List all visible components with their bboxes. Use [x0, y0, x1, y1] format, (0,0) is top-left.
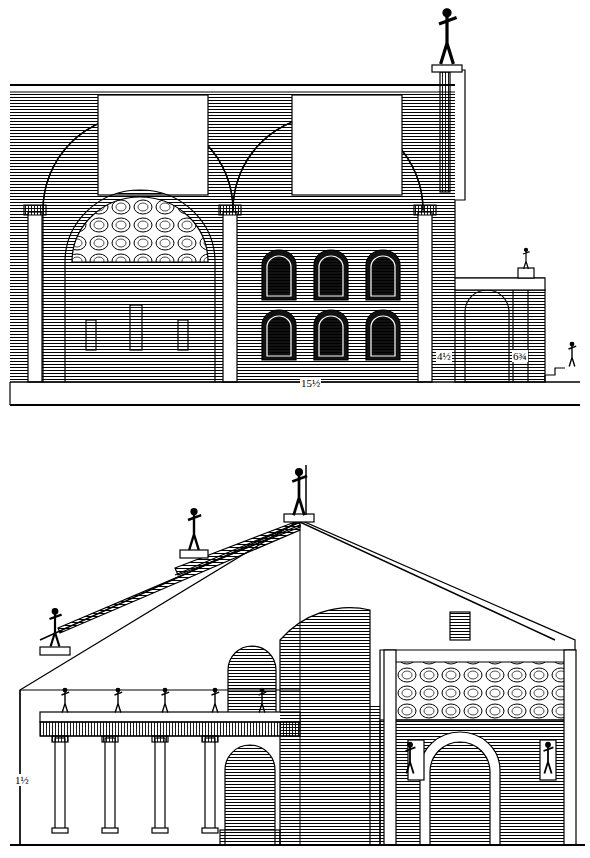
- niche: [314, 310, 348, 360]
- statue-body: [569, 346, 577, 367]
- statue-head: [546, 742, 551, 747]
- statue-head: [296, 469, 303, 476]
- lower-section: [10, 514, 585, 845]
- column: [55, 738, 65, 830]
- statue-head: [570, 342, 574, 346]
- pilaster: [564, 650, 576, 845]
- base: [102, 828, 118, 833]
- statue-head: [443, 9, 451, 17]
- statue-body: [62, 692, 70, 713]
- statue-head: [408, 742, 413, 747]
- niche-inner: [371, 256, 395, 296]
- statue-head: [63, 688, 67, 692]
- statue-body: [115, 692, 123, 713]
- base: [202, 828, 218, 833]
- statue-head: [163, 688, 167, 692]
- dimension-label: 1½: [14, 774, 30, 786]
- colonnade: [52, 650, 576, 845]
- capital: [202, 736, 218, 742]
- statue-body: [544, 747, 554, 774]
- niche: [366, 250, 400, 300]
- niche: [366, 310, 400, 360]
- statue-body: [50, 614, 62, 647]
- column: [105, 738, 115, 830]
- niche-inner: [319, 256, 343, 296]
- column: [155, 738, 165, 830]
- statue-body: [212, 692, 220, 713]
- dimension-label: 15½: [300, 377, 321, 389]
- capital: [102, 736, 118, 742]
- niche-row: [262, 250, 400, 360]
- dimension-label: 6¾: [512, 350, 528, 362]
- capital: [52, 736, 68, 742]
- upper-section: [10, 65, 580, 405]
- statue-head: [260, 688, 264, 692]
- statue-body: [188, 514, 201, 550]
- niche-inner: [319, 316, 343, 356]
- column: [205, 738, 215, 830]
- statue-body: [259, 692, 267, 713]
- statue-head: [116, 688, 120, 692]
- niche: [262, 250, 296, 300]
- base: [52, 828, 68, 833]
- dimension-label: 4½: [436, 350, 452, 362]
- statues: [50, 9, 577, 774]
- pilaster: [384, 650, 396, 845]
- niche-inner: [267, 256, 291, 296]
- niche-inner: [371, 316, 395, 356]
- capital: [152, 736, 168, 742]
- statue-body: [439, 16, 457, 64]
- niche: [314, 250, 348, 300]
- spear: [305, 465, 307, 515]
- statue-head: [191, 509, 197, 515]
- niche: [262, 310, 296, 360]
- niche-inner: [267, 316, 291, 356]
- statue-body: [292, 475, 307, 516]
- statue-body: [523, 251, 530, 269]
- statue-body: [162, 692, 170, 713]
- base: [152, 828, 168, 833]
- statue-head: [525, 248, 528, 251]
- statue-head: [52, 609, 58, 615]
- statue-body: [406, 747, 416, 774]
- statue-head: [213, 688, 217, 692]
